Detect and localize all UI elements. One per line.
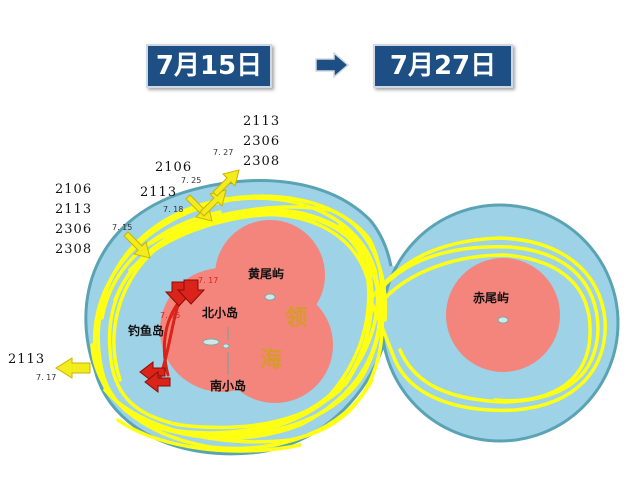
red-date-0725: 7. 25 [160,311,181,320]
right-arrow-icon [315,52,350,78]
date-0717: 7. 17 [36,373,57,382]
island-chiwei-label: 赤尾屿 [473,291,510,305]
island-small-dot [222,343,230,349]
patrol-tracks [90,194,607,453]
date-to-label: 7月27日 [373,44,513,88]
territorial-sea-chiwei [446,258,560,372]
ship-group-west-entry: 2106 2113 2306 2308 [55,182,93,257]
island-beixiao-label: 北小岛 [202,306,239,320]
ship-group-0727: 2113 2306 2308 [243,114,281,169]
island-diaoyu-label: 钓鱼岛 [128,324,165,338]
island-chiwei-dot [497,316,509,324]
ship-group-0718: 2113 [140,185,178,200]
island-diaoyu-dot [202,338,220,346]
island-huangwei-label: 黄尾屿 [248,267,285,281]
date-from-label: 7月15日 [146,44,272,88]
date-0715: 7. 15 [112,223,133,232]
yellow-arrow-icon [55,169,240,379]
territorial-sea-char-1: 领 [285,305,308,331]
red-date-0717: 7. 17 [198,276,219,285]
date-0718: 7. 18 [163,205,184,214]
ship-group-0725: 2106 [155,160,193,175]
territorial-sea-char-2: 海 [260,347,283,373]
date-0725: 7. 25 [181,176,202,185]
ship-group-west-exit: 2113 [8,352,46,367]
island-huangwei-dot [264,293,276,301]
red-arrow-icon [139,279,206,394]
island-nanxiao-label: 南小岛 [210,379,247,393]
date-0727: 7. 27 [213,148,234,157]
